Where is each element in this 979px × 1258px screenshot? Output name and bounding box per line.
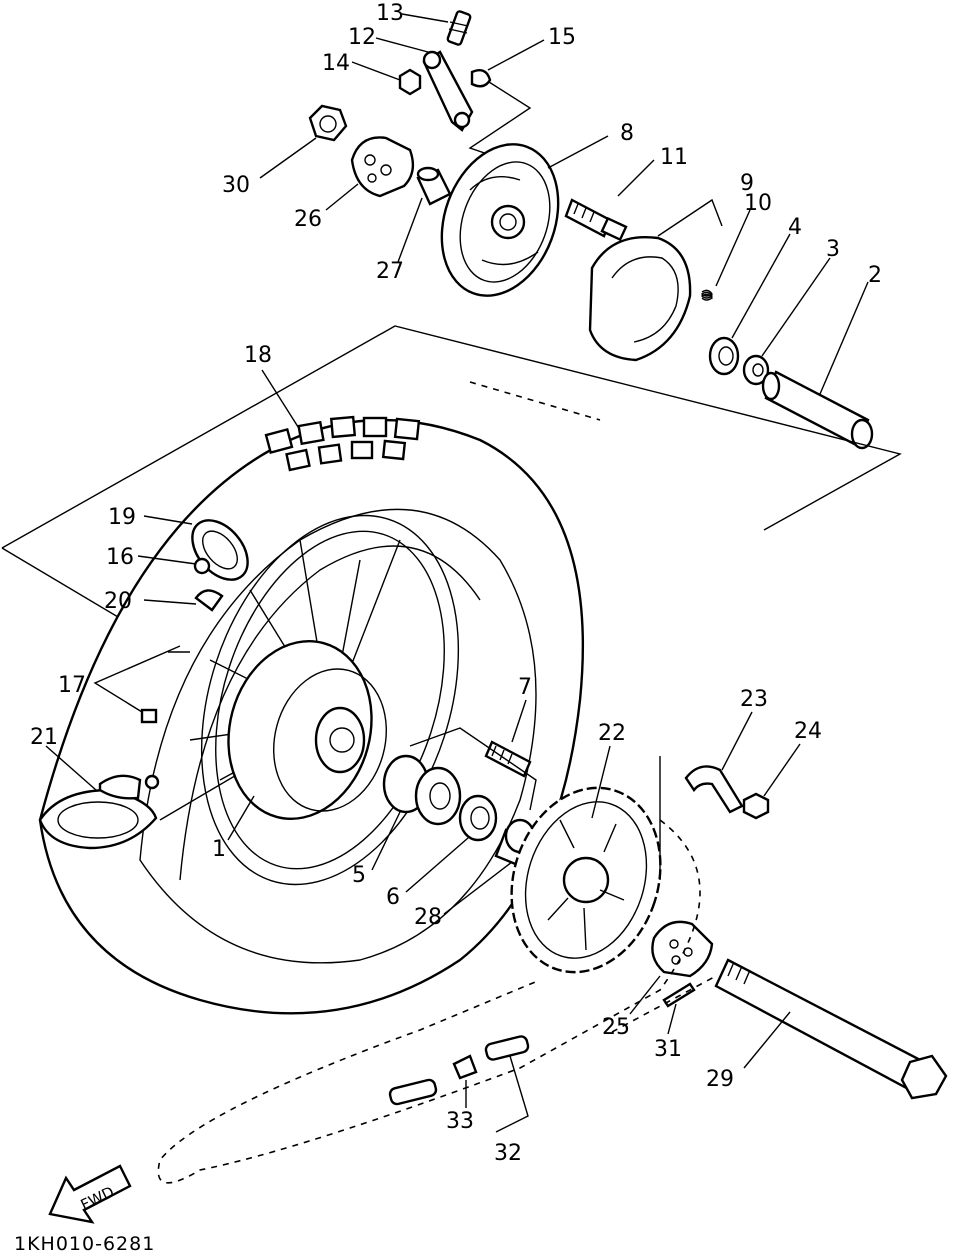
part-26-plate — [350, 136, 415, 198]
callout-5: 5 — [352, 863, 366, 888]
callout-31: 31 — [654, 1037, 682, 1062]
drawing-code: 1KH010-6281 — [14, 1233, 155, 1255]
callout-15: 15 — [548, 25, 576, 50]
callout-24: 24 — [794, 719, 822, 744]
bracket-17 — [93, 645, 181, 713]
part-25-adjuster-plate — [651, 920, 714, 978]
bracket-brake-shoes — [657, 198, 723, 237]
callout-23: 23 — [740, 687, 768, 712]
drive-chain — [157, 819, 701, 1184]
callout-labels: 13 12 15 14 8 11 9 30 10 4 3 2 26 27 18 … — [30, 1, 882, 1166]
bracket-32 — [495, 1055, 529, 1133]
part-27-collar — [416, 166, 452, 206]
part-22-sprocket — [510, 786, 662, 974]
callout-25: 25 — [602, 1015, 630, 1040]
part-13-bolt — [446, 10, 472, 46]
part-9-brake-shoes — [588, 236, 692, 362]
callout-18: 18 — [244, 343, 272, 368]
part-1-hub — [227, 639, 387, 821]
callout-16: 16 — [106, 545, 134, 570]
callout-3: 3 — [826, 237, 840, 262]
part-16-nipple — [193, 557, 211, 575]
part-10-spring — [700, 289, 713, 301]
part-31-bolt — [662, 982, 696, 1008]
callout-8: 8 — [620, 121, 634, 146]
part-23-chain-puller — [684, 765, 744, 814]
callout-13: 13 — [376, 1, 404, 26]
fwd-arrow: FWD — [48, 1164, 132, 1224]
callout-27: 27 — [376, 259, 404, 284]
callout-2: 2 — [868, 263, 882, 288]
part-3-oil-seal — [742, 354, 770, 386]
callout-10: 10 — [744, 191, 772, 216]
callout-12: 12 — [348, 25, 376, 50]
part-6-oil-seal — [458, 794, 498, 842]
callout-32: 32 — [494, 1141, 522, 1166]
callout-33: 33 — [446, 1109, 474, 1134]
part-5-bearing — [382, 754, 462, 826]
part-30-nut — [308, 104, 348, 142]
part-2-spacer — [761, 370, 874, 450]
centerline-axle-bottom — [611, 975, 717, 1033]
part-4-bearing — [708, 336, 740, 376]
callout-11: 11 — [660, 145, 688, 170]
part-33-master-link-clip — [452, 1054, 478, 1080]
tire-tread-knobs — [264, 415, 421, 472]
callout-28: 28 — [414, 905, 442, 930]
callout-17: 17 — [58, 673, 86, 698]
callout-29: 29 — [706, 1067, 734, 1092]
callout-26: 26 — [294, 207, 322, 232]
callout-4: 4 — [788, 215, 802, 240]
part-29-axle — [714, 958, 948, 1100]
callout-19: 19 — [108, 505, 136, 530]
callout-9: 9 — [740, 171, 754, 196]
part-20-rim-lock — [194, 589, 224, 612]
part-14-nut — [398, 68, 422, 96]
callout-1: 1 — [212, 837, 226, 862]
part-24-nut — [742, 792, 770, 820]
bracket-5-28 — [409, 727, 537, 811]
part-21-tube — [38, 774, 160, 850]
callout-20: 20 — [104, 589, 132, 614]
part-15-clip — [470, 69, 492, 88]
part-12-cam-lever — [422, 50, 474, 132]
part-11-camshaft — [564, 198, 628, 242]
callout-6: 6 — [386, 885, 400, 910]
part-32-chain-joint — [388, 1035, 530, 1106]
part-8-brake-shoe-plate — [440, 143, 560, 297]
callout-7: 7 — [518, 675, 532, 700]
callout-22: 22 — [598, 721, 626, 746]
leader-lines — [45, 13, 869, 1069]
part-17-spoke-nipple — [140, 651, 190, 724]
callout-21: 21 — [30, 725, 58, 750]
callout-14: 14 — [322, 51, 350, 76]
centerline-axle-top — [469, 381, 601, 421]
callout-30: 30 — [222, 173, 250, 198]
bracket-wheel-assembly — [1, 325, 902, 549]
